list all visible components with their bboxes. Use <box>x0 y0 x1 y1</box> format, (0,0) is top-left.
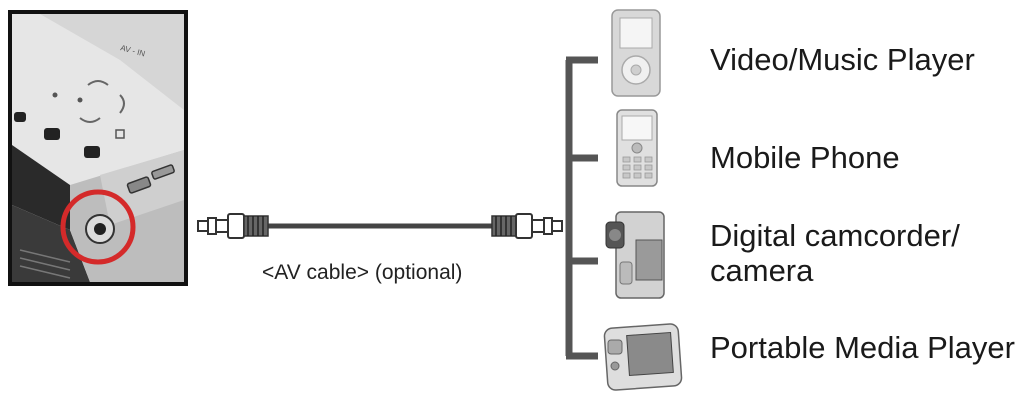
av-cable <box>197 213 563 239</box>
camera-label: camera <box>710 253 814 288</box>
mobile-phone-icon <box>616 109 658 187</box>
digital-camcorder-label: Digital camcorder/ <box>710 218 960 253</box>
right-plug-icon <box>491 213 563 239</box>
mobile-phone-label: Mobile Phone <box>710 140 900 175</box>
projector-illustration: AV - IN <box>8 10 188 286</box>
av-cable-label: <AV cable> (optional) <box>262 261 463 284</box>
portable-media-player-icon <box>603 323 683 391</box>
left-plug-icon <box>197 213 269 239</box>
music-player-icon <box>611 9 661 97</box>
video-music-player-label: Video/Music Player <box>710 42 975 77</box>
device-bracket <box>565 56 598 360</box>
camcorder-icon <box>605 211 665 299</box>
av-port-highlight <box>60 189 136 265</box>
portable-media-player-label: Portable Media Player <box>710 330 1015 365</box>
